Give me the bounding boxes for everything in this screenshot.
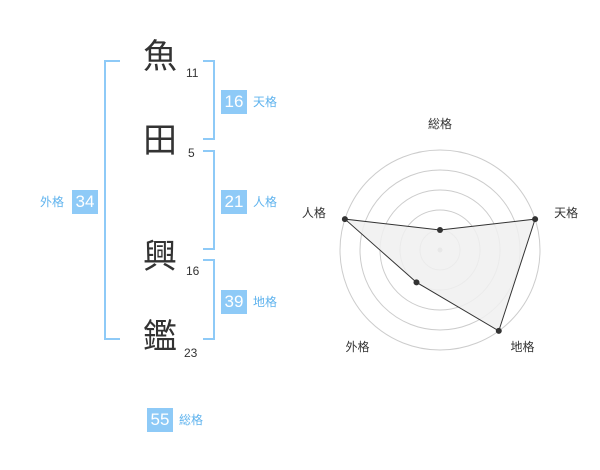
name-char-3: 興 [143, 237, 177, 277]
radar-point-2 [532, 216, 539, 223]
radar-axis-label-2: 天格 [554, 205, 578, 220]
name-char-2: 田 [143, 121, 177, 161]
name-char-1: 魚 [143, 37, 177, 77]
radar-grid-ring [339, 149, 541, 351]
tenkaku-bracket [203, 60, 215, 140]
chikaku-value: 39 [221, 290, 247, 314]
radar-axis-label-1: 総格 [428, 116, 452, 131]
stroke-count-4: 23 [184, 346, 198, 360]
tenkaku-label: 天格 [253, 95, 278, 109]
radar-point-1 [437, 227, 443, 233]
gaikaku-bracket [104, 60, 120, 340]
jinkaku-value: 21 [221, 190, 247, 214]
radar-series-area [343, 218, 536, 332]
tenkaku-value: 16 [221, 90, 247, 114]
radar-axis-label-5: 人格 [302, 205, 326, 220]
radar-point-4 [413, 279, 420, 286]
radar-point-5 [341, 216, 348, 223]
radar-point-3 [495, 327, 502, 334]
jinkaku-label: 人格 [253, 195, 278, 209]
stroke-count-3: 16 [186, 264, 200, 278]
stroke-count-1: 11 [186, 66, 199, 80]
soukaku-label: 総格 [179, 413, 204, 427]
stroke-count-2: 5 [188, 146, 195, 160]
chikaku-label: 地格 [253, 295, 278, 309]
gaikaku-value: 34 [72, 190, 98, 214]
gaikaku-label: 外格 [40, 195, 65, 209]
jinkaku-bracket [203, 150, 215, 250]
soukaku-value: 55 [147, 408, 173, 432]
radar-axis-label-4: 外格 [345, 339, 369, 354]
name-char-4: 鑑 [143, 317, 177, 357]
chikaku-bracket [203, 259, 215, 340]
radar-axis-label-3: 地格 [511, 339, 535, 354]
